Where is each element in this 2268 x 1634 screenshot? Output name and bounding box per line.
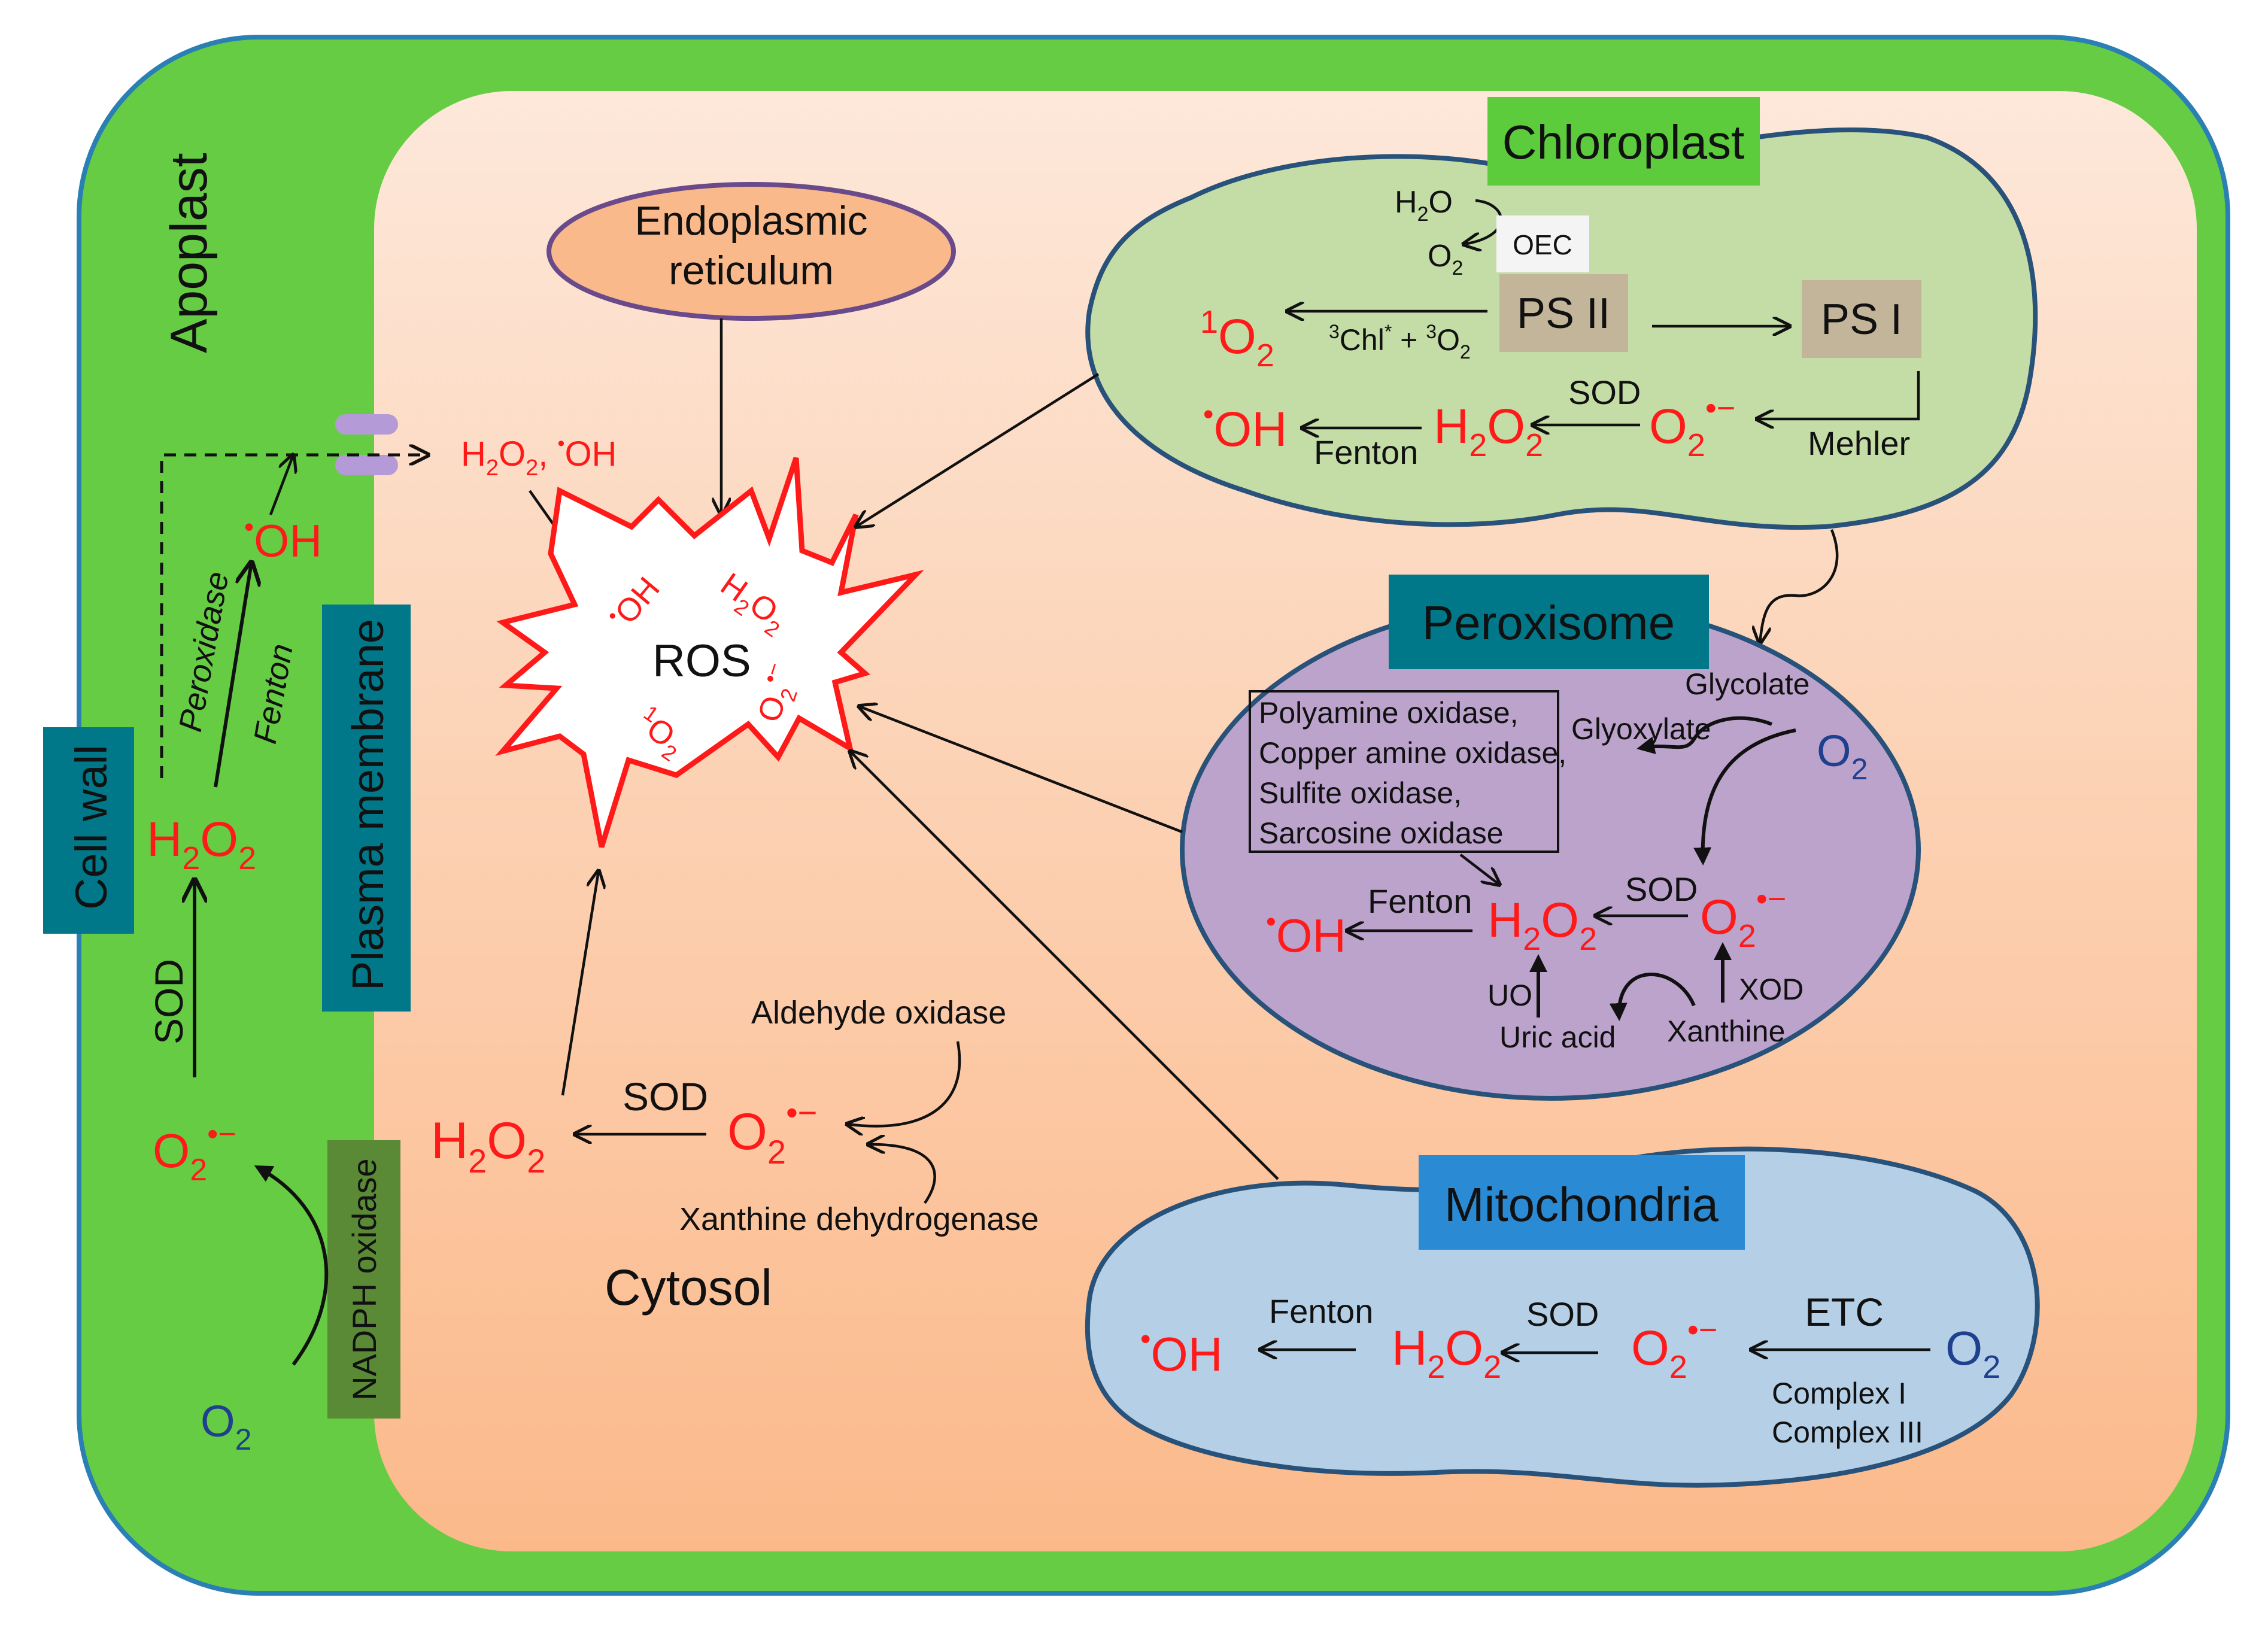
er-label-line2: reticulum: [669, 248, 834, 293]
psii-label: PS II: [1517, 290, 1610, 338]
aldehyde-oxidase-arrow: [847, 1041, 961, 1126]
peroxisome-enzyme-4: Sarcosine oxidase: [1259, 816, 1504, 850]
apoplast-fenton-arrow: [214, 563, 251, 788]
cytosol-h2o2: H2O2: [431, 1112, 545, 1180]
mitochondria-label: Mitochondria: [1444, 1178, 1719, 1231]
xanthine-dehydrogenase-label: Xanthine dehydrogenase: [679, 1201, 1039, 1237]
peroxisome-fenton-label: Fenton: [1368, 882, 1472, 920]
er-label-line1: Endoplasmic: [634, 198, 867, 244]
apoplast-sod-label: SOD: [147, 959, 191, 1044]
psii-box: [1499, 274, 1628, 352]
plasma-membrane-label: Plasma membrane: [343, 619, 393, 991]
peroxisome-enzyme-box: [1249, 690, 1559, 853]
chloroplast-o2: O2: [1428, 239, 1463, 280]
complex-3-label: Complex III: [1772, 1416, 1923, 1449]
xod-label: XOD: [1739, 973, 1804, 1006]
peroxisome-h2o2: H2O2: [1487, 893, 1597, 957]
hydroxyl-up-arrow: [269, 455, 293, 515]
nadph-arrow: [254, 1165, 329, 1366]
chloroplast-fenton-label: Fenton: [1314, 433, 1418, 471]
ros-label: ROS: [652, 636, 751, 687]
peroxisome-hydroxyl: •OH: [1266, 906, 1346, 962]
mehler-arrow: [1757, 371, 1920, 419]
cell-wall-label-box: [43, 727, 134, 934]
mitochondria-sod-label: SOD: [1526, 1295, 1599, 1333]
chloroplast-h2o2: H2O2: [1434, 399, 1543, 463]
peroxisome-label: Peroxisome: [1422, 596, 1675, 649]
uric-acid-label: Uric acid: [1499, 1021, 1616, 1054]
aldehyde-oxidase-label: Aldehyde oxidase: [751, 995, 1006, 1031]
etc-label: ETC: [1805, 1290, 1884, 1334]
mehler-label: Mehler: [1808, 424, 1910, 462]
psi-label: PS I: [1821, 296, 1902, 344]
cytosol-h2o2-to-ros-arrow: [561, 871, 599, 1096]
chloroplast-h2o: H2O: [1395, 185, 1453, 226]
oec-label: OEC: [1513, 229, 1572, 260]
ros-singlet-oxygen: 1O2: [627, 700, 693, 766]
ros-starburst: [495, 457, 924, 848]
triplet-chl-label: 3Chl* + 3O2: [1329, 321, 1471, 363]
chloroplast-singlet-oxygen: 1O2: [1200, 304, 1274, 373]
chloroplast-sod-label: SOD: [1568, 373, 1641, 411]
peroxisome-label-box: [1389, 575, 1709, 669]
nadph-oxidase-label: NADPH oxidase: [345, 1158, 383, 1401]
peroxisome-enzyme-3: Sulfite oxidase,: [1259, 776, 1462, 810]
mitochondria-fenton-label: Fenton: [1269, 1292, 1373, 1330]
cell-wall-label: Cell wall: [66, 745, 116, 910]
glyoxylate-label: Glyoxylate: [1571, 712, 1711, 746]
mitochondria-label-box: [1419, 1155, 1745, 1250]
membrane-channel-top: [335, 414, 398, 435]
apoplast-dashed-path: [160, 455, 428, 778]
xanthine-dehydrogenase-arrow: [868, 1144, 936, 1204]
chloroplast-label-box: [1487, 97, 1760, 186]
nadph-oxidase-box: [327, 1140, 400, 1419]
psi-box: [1802, 280, 1921, 358]
chloroplast-to-ros-arrow: [856, 373, 1100, 527]
complex-1-label: Complex I: [1772, 1377, 1906, 1410]
xanthine-to-uric-acid-arrow: [1609, 973, 1696, 1021]
mitochondria-to-ros-arrow: [850, 751, 1279, 1180]
membrane-channel-bottom: [335, 455, 398, 475]
apoplast-hydroxyl: •OH: [244, 511, 322, 567]
cytosol-h2o2-oh: H2O2, •OH: [461, 432, 617, 481]
peroxisome-sod-label: SOD: [1625, 870, 1698, 908]
endoplasmic-reticulum: [546, 182, 956, 321]
chloroplast-label: Chloroplast: [1502, 116, 1745, 169]
mitochondria-hydroxyl: •OH: [1140, 1322, 1223, 1381]
plasma-membrane-label-box: [322, 605, 411, 1012]
enzyme-box-to-h2o2-arrow: [1459, 854, 1499, 885]
uo-label: UO: [1487, 979, 1532, 1012]
peroxisome-to-ros-arrow: [859, 706, 1183, 834]
cytosol-sod-label: SOD: [623, 1074, 708, 1119]
apoplast-h2o2: H2O2: [147, 812, 256, 876]
cytosol-label: Cytosol: [605, 1259, 772, 1316]
peroxisome-enzyme-1: Polyamine oxidase,: [1259, 696, 1519, 730]
chloroplast-hydroxyl: •OH: [1203, 397, 1288, 457]
o2-to-superoxide-arrow: [1693, 728, 1796, 865]
mitochondria-h2o2: H2O2: [1392, 1321, 1501, 1385]
glycolate-label: Glycolate: [1685, 667, 1809, 701]
chloroplast-to-peroxisome-arrow: [1760, 529, 1839, 643]
oec-box: [1496, 215, 1589, 272]
apoplast-label: Apoplast: [160, 153, 218, 353]
peroxisome-enzyme-2: Copper amine oxidase,: [1259, 736, 1566, 770]
xanthine-label: Xanthine: [1667, 1015, 1785, 1048]
glycolate-arrow: [1637, 716, 1773, 755]
